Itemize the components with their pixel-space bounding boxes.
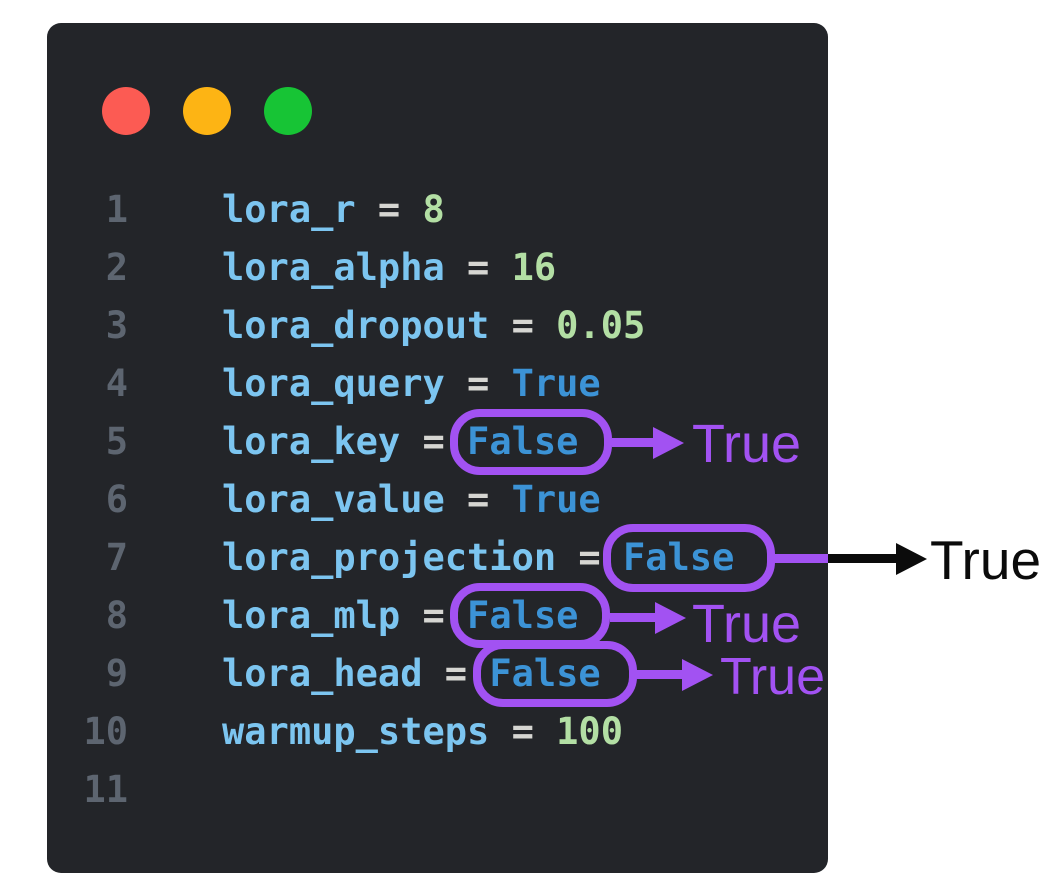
lora-mlp-arrow-line	[610, 613, 658, 622]
code-text: lora_value = True	[222, 471, 601, 529]
code-text: lora_query = True	[222, 355, 601, 413]
line-number: 7	[105, 536, 128, 579]
code-token-variable: lora_dropout	[222, 304, 490, 347]
code-token-operator: =	[444, 362, 512, 405]
code-token-variable: lora_key	[222, 420, 401, 463]
line-number: 3	[105, 304, 128, 347]
code-token-variable: warmup_steps	[222, 710, 490, 753]
line-number: 5	[105, 420, 128, 463]
code-token-variable: lora_projection	[222, 536, 557, 579]
code-editor-window: 1 lora_r = 8 2 lora_alpha = 16 3 lora_dropout…	[47, 23, 828, 873]
code-token-operator: =	[489, 304, 557, 347]
code-token-variable: lora_head	[222, 652, 423, 695]
code-token-number: 16	[511, 246, 557, 289]
code-token-boolean: False	[622, 536, 735, 579]
code-token-operator: =	[422, 652, 490, 695]
code-token-operator: =	[444, 478, 512, 521]
lora-key-highlight-box	[450, 409, 612, 475]
lora-projection-highlight-box	[603, 524, 775, 592]
lora-projection-arrow-line-inside	[768, 554, 828, 563]
code-text: lora_mlp = False	[222, 587, 578, 645]
code-token-variable: lora_r	[222, 188, 356, 231]
code-editor[interactable]: 1 lora_r = 8 2 lora_alpha = 16 3 lora_dropout…	[47, 181, 828, 819]
code-token-boolean: False	[489, 652, 601, 695]
lora-mlp-arrowhead-icon	[655, 602, 686, 634]
lora-projection-arrow-line-outside	[828, 554, 898, 563]
code-text: lora_key = False	[222, 413, 578, 471]
close-button[interactable]	[102, 87, 150, 135]
lora-head-true-label: True	[720, 648, 825, 706]
code-token-number: 0.05	[556, 304, 646, 347]
line-number: 8	[105, 594, 128, 637]
code-text: lora_projection = False	[222, 529, 734, 587]
lora-key-arrowhead-icon	[653, 427, 684, 459]
code-token-boolean: False	[467, 594, 579, 637]
line-number: 6	[105, 478, 128, 521]
line-number: 1	[105, 188, 128, 231]
code-line[interactable]: 8 lora_mlp = False	[47, 587, 828, 645]
line-number: 9	[105, 652, 128, 695]
code-line[interactable]: 9 lora_head = False	[47, 645, 828, 703]
code-text: lora_dropout = 0.05	[222, 297, 645, 355]
code-text: lora_alpha = 16	[222, 239, 556, 297]
code-token-variable: lora_alpha	[222, 246, 445, 289]
lora-key-true-label: True	[692, 414, 802, 474]
line-number: 11	[83, 768, 128, 811]
code-token-operator: =	[489, 710, 557, 753]
lora-projection-true-label: True	[930, 529, 1042, 591]
code-token-operator: =	[400, 594, 468, 637]
code-line[interactable]: 4 lora_query = True	[47, 355, 828, 413]
code-line[interactable]: 2 lora_alpha = 16	[47, 239, 828, 297]
line-number: 4	[105, 362, 128, 405]
minimize-button[interactable]	[183, 87, 231, 135]
code-token-operator: =	[355, 188, 423, 231]
lora-head-arrow-line	[635, 670, 685, 679]
lora-projection-arrowhead-icon	[896, 543, 927, 575]
code-text: warmup_steps = 100	[222, 703, 623, 761]
code-token-number: 8	[422, 188, 445, 231]
code-token-boolean: False	[467, 420, 579, 463]
code-token-boolean: True	[511, 362, 601, 405]
lora-head-highlight-box	[473, 641, 637, 707]
code-token-variable: lora_value	[222, 478, 445, 521]
lora-key-arrow-line	[612, 438, 656, 447]
code-line[interactable]: 5 lora_key = False	[47, 413, 828, 471]
lora-head-arrowhead-icon	[682, 659, 713, 691]
code-token-operator: =	[400, 420, 468, 463]
code-text: lora_head = False	[222, 645, 601, 703]
code-token-variable: lora_query	[222, 362, 445, 405]
code-token-operator: =	[556, 536, 623, 579]
code-token-boolean: True	[511, 478, 601, 521]
code-line[interactable]: 6 lora_value = True	[47, 471, 828, 529]
code-token-variable: lora_mlp	[222, 594, 401, 637]
code-line[interactable]: 10 warmup_steps = 100	[47, 703, 828, 761]
traffic-lights	[102, 87, 312, 135]
code-line[interactable]: 11	[47, 761, 828, 819]
code-line[interactable]: 3 lora_dropout = 0.05	[47, 297, 828, 355]
lora-mlp-true-label: True	[692, 594, 802, 654]
zoom-button[interactable]	[264, 87, 312, 135]
code-line[interactable]: 7 lora_projection = False	[47, 529, 828, 587]
line-number: 10	[83, 710, 128, 753]
code-token-operator: =	[444, 246, 512, 289]
line-number: 2	[105, 246, 128, 289]
code-token-number: 100	[556, 710, 623, 753]
code-text: lora_r = 8	[222, 181, 445, 239]
lora-mlp-highlight-box	[450, 583, 610, 648]
code-line[interactable]: 1 lora_r = 8	[47, 181, 828, 239]
